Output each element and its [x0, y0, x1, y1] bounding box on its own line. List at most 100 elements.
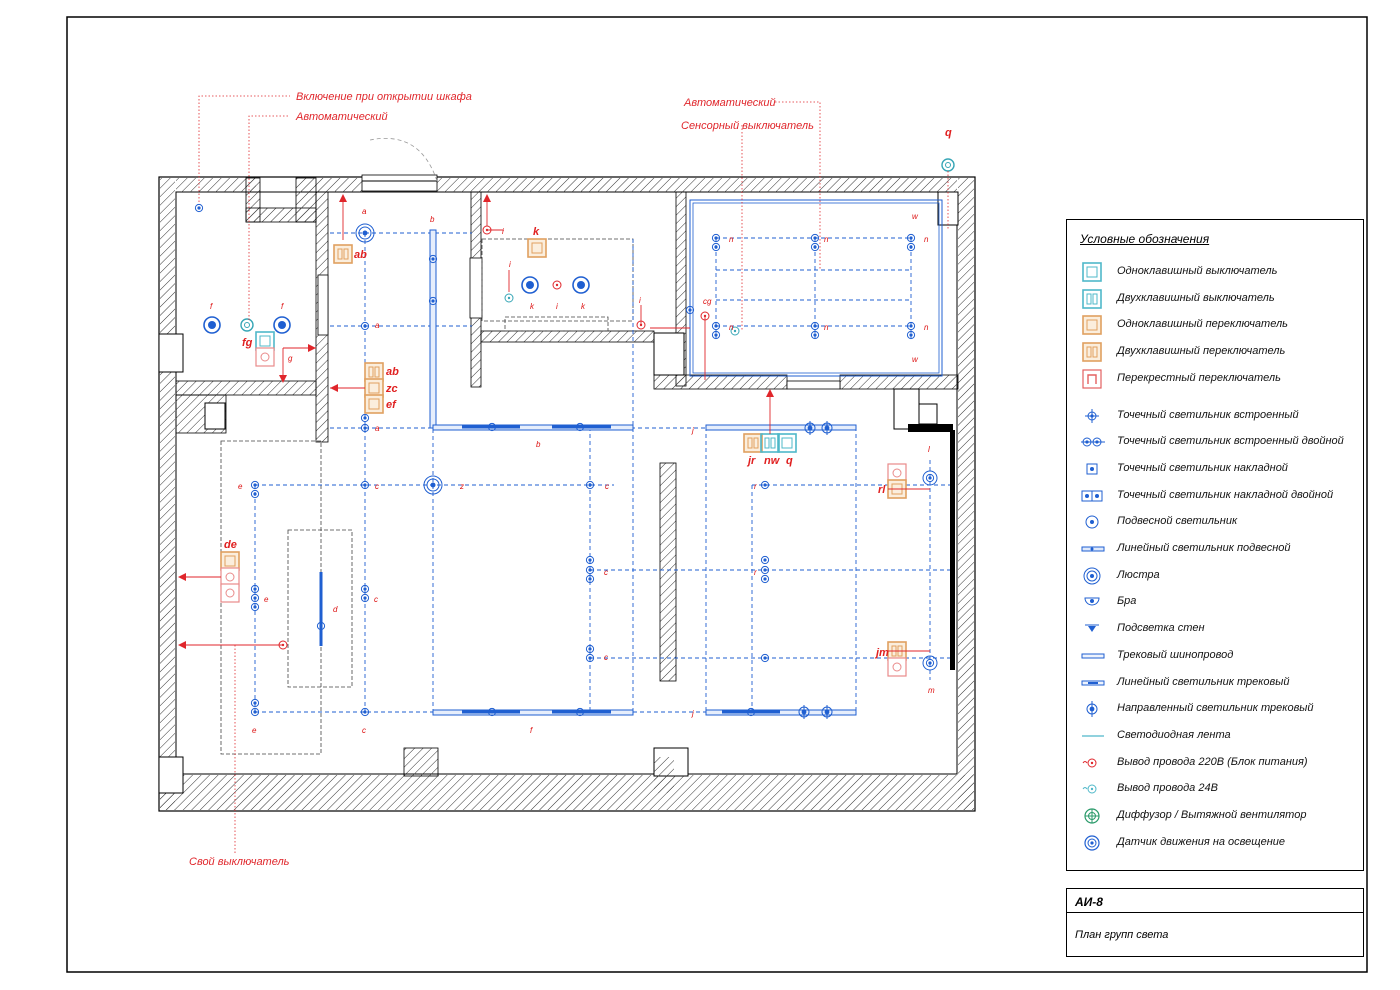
light-group-letter: b: [536, 440, 541, 449]
legend-item: Бра: [1067, 592, 1363, 612]
light-group-letter: i: [556, 302, 558, 311]
single-key-switch-icon: [777, 433, 797, 453]
recessed-spotlight-icon: [1081, 406, 1105, 426]
light-group-letter: c: [604, 568, 608, 577]
cross-switch-icon: [1081, 369, 1105, 389]
legend-item: Двухклавишный переключатель: [1067, 342, 1363, 362]
switch-label: k: [533, 226, 540, 238]
legend-item: Двухклавишный выключатель: [1067, 288, 1363, 309]
surface-spotlight-icon: [1081, 459, 1105, 479]
track-busbar-icon: [1081, 646, 1105, 666]
legend-item-label: Диффузор / Вытяжной вентилятор: [1117, 809, 1307, 821]
cross-switch-icon: [255, 347, 275, 367]
note-sensor-switch: Сенсорный выключатель: [681, 120, 814, 132]
legend-item: Диффузор / Вытяжной вентилятор: [1067, 806, 1363, 826]
pendant-lamp-icon: [521, 276, 539, 294]
legend-item: Точечный светильник встроенный: [1067, 406, 1363, 426]
legend-item-label: Вывод провода 24В: [1117, 782, 1218, 795]
light-group-letter: n: [824, 323, 829, 332]
legend-item-label: Точечный светильник встроенный: [1117, 408, 1299, 421]
track-busbars: [319, 229, 857, 716]
legend-item-label: Подвесной светильник: [1117, 515, 1238, 528]
arrowheads: [178, 194, 774, 649]
legend-item: Точечный светильник накладной двойной: [1067, 486, 1363, 506]
walls: [158, 138, 976, 812]
light-group-letter: n: [729, 323, 734, 332]
sconce-icon: [1081, 592, 1105, 612]
light-group-letter: g: [288, 354, 293, 363]
recessed-double-spotlight-icon: [1081, 432, 1105, 452]
switch-label: jm: [874, 647, 889, 659]
linear-pendant-lamp-icon: [1081, 539, 1105, 559]
cross-switch-icon: [887, 657, 907, 677]
light-group-letter: w: [912, 355, 919, 364]
light-group-letter: r: [754, 482, 757, 491]
legend-item-label: Люстра: [1117, 568, 1160, 581]
switch-label: de: [224, 539, 237, 551]
single-key-changeover-switch-icon: [527, 238, 547, 258]
light-group-letter: n: [924, 323, 929, 332]
light-group-letter: f: [530, 726, 533, 735]
cross-switch-icon: [220, 583, 240, 603]
legend-item: Трековый шинопровод: [1067, 646, 1363, 666]
single-key-changeover-switch-icon: [220, 551, 240, 571]
light-group-letter: c: [362, 726, 366, 735]
sheet-title: План групп света: [1075, 929, 1169, 941]
switch-label: nw: [764, 455, 781, 467]
legend-item: Перекрестный переключатель: [1067, 369, 1363, 389]
light-group-letter: k: [530, 302, 535, 311]
double-key-changeover-switch-icon: [1081, 342, 1105, 362]
single-key-switch-icon: [1081, 262, 1105, 282]
double-key-changeover-switch-icon: [743, 433, 763, 453]
legend-item: Светодиодная лента: [1067, 726, 1363, 746]
recessed-spotlight-icon: [194, 203, 204, 213]
note-own-switch: Свой выключатель: [189, 856, 290, 868]
legend-item-label: Двухклавишный выключатель: [1117, 291, 1275, 304]
diffuser-fan-icon: [1081, 806, 1105, 826]
light-group-letter: e: [252, 726, 257, 735]
single-key-changeover-switch-icon: [364, 394, 384, 414]
note-wardrobe-switch: Включение при открытии шкафа: [296, 91, 472, 103]
light-group-letter: f: [210, 302, 213, 311]
legend-item-label: Трековый шинопровод: [1117, 648, 1234, 661]
light-group-letter: c: [604, 653, 608, 662]
leader-lines: [180, 198, 930, 652]
legend-item: Вывод провода 220В (Блок питания): [1067, 753, 1363, 773]
light-group-letter: a: [375, 424, 380, 433]
legend-item: Подвесной светильник: [1067, 512, 1363, 532]
legend-item-label: Точечный светильник встроенный двойной: [1117, 435, 1344, 448]
light-group-letter: n: [924, 235, 929, 244]
legend-item-label: Двухклавишный переключатель: [1117, 345, 1286, 358]
legend-item-label: Светодиодная лента: [1117, 728, 1231, 741]
light-group-letter: j: [691, 426, 694, 435]
legend-item-label: Точечный светильник накладной: [1117, 461, 1288, 474]
switch-label: jr: [746, 455, 756, 467]
light-group-letter: a: [375, 321, 380, 330]
switch-label: q: [945, 127, 952, 139]
light-group-letter: a: [362, 207, 367, 216]
legend-title: Условные обозначения: [1080, 232, 1210, 246]
wire-220v-icon: [552, 280, 562, 290]
light-group-letter: j: [691, 709, 694, 718]
light-group-letter: i: [639, 296, 641, 305]
note-auto-right: Автоматический: [683, 97, 776, 109]
light-group-letter: c: [375, 482, 379, 491]
chandelier-icon: [423, 475, 443, 495]
led-strip-icon: [1081, 726, 1105, 746]
note-auto-left: Автоматический: [295, 111, 388, 123]
pendant-lamp-icon: [572, 276, 590, 294]
cross-switch-icon: [220, 567, 240, 587]
recessed-spotlight-icon: [810, 242, 820, 252]
motion-sensor-icon: [1081, 833, 1105, 853]
pendant-lamp-icon: [203, 316, 221, 334]
recessed-spotlight-icon: [760, 574, 770, 584]
light-group-letter: b: [430, 215, 435, 224]
switch-label: fg: [242, 337, 253, 349]
light-group-letter: w: [912, 212, 919, 221]
wire-220v-icon: [1081, 753, 1105, 773]
legend-item-label: Одноклавишный переключатель: [1117, 318, 1288, 331]
legend-item-label: Датчик движения на освещение: [1117, 835, 1286, 848]
motion-sensor-icon: [240, 318, 254, 332]
recessed-spotlight-icon: [711, 242, 721, 252]
